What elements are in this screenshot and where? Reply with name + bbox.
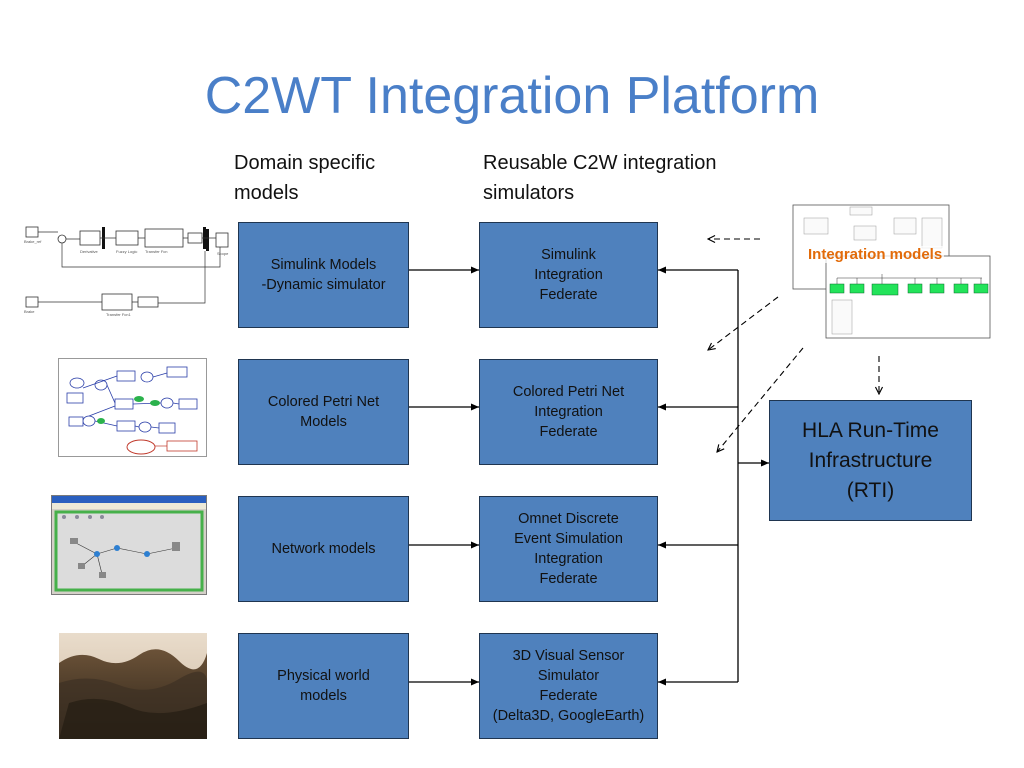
svg-text:Derivative: Derivative <box>80 249 99 254</box>
integration-models-label: Integration models <box>806 246 945 263</box>
rti-box: HLA Run-Time Infrastructure (RTI) <box>769 400 972 521</box>
federates-heading: Reusable C2W integration simulators <box>483 152 717 204</box>
omnet-federate-box: Omnet Discrete Event Simulation Integrat… <box>479 496 658 602</box>
svg-text:Transfer Fcn1: Transfer Fcn1 <box>106 312 132 317</box>
svg-text:Fuzzy Logic: Fuzzy Logic <box>116 249 137 254</box>
page-title: C2WT Integration Platform <box>204 67 820 125</box>
simulink-models-box: Simulink Models -Dynamic simulator <box>238 222 409 328</box>
physical-world-models-box: Physical world models <box>238 633 409 739</box>
cpn-federate-box: Colored Petri Net Integration Federate <box>479 359 658 465</box>
network-editor-thumbnail <box>51 495 207 595</box>
svg-text:Scope: Scope <box>217 251 229 256</box>
cpn-models-box: Colored Petri Net Models <box>238 359 409 465</box>
svg-text:Transfer Fcn: Transfer Fcn <box>145 249 168 254</box>
petri-net-thumbnail <box>58 358 207 457</box>
terrain-image-thumbnail <box>59 633 207 739</box>
visual-sensor-federate-box: 3D Visual Sensor Simulator Federate (Del… <box>479 633 658 739</box>
svg-text:Brake: Brake <box>24 309 35 314</box>
dashed-arrow-cpn <box>708 296 779 350</box>
svg-text:Brake_ref: Brake_ref <box>24 239 42 244</box>
network-models-box: Network models <box>238 496 409 602</box>
dashed-arrow-omnet <box>717 347 804 452</box>
simulink-federate-box: Simulink Integration Federate <box>479 222 658 328</box>
domain-models-heading: Domain specific models <box>234 152 376 204</box>
